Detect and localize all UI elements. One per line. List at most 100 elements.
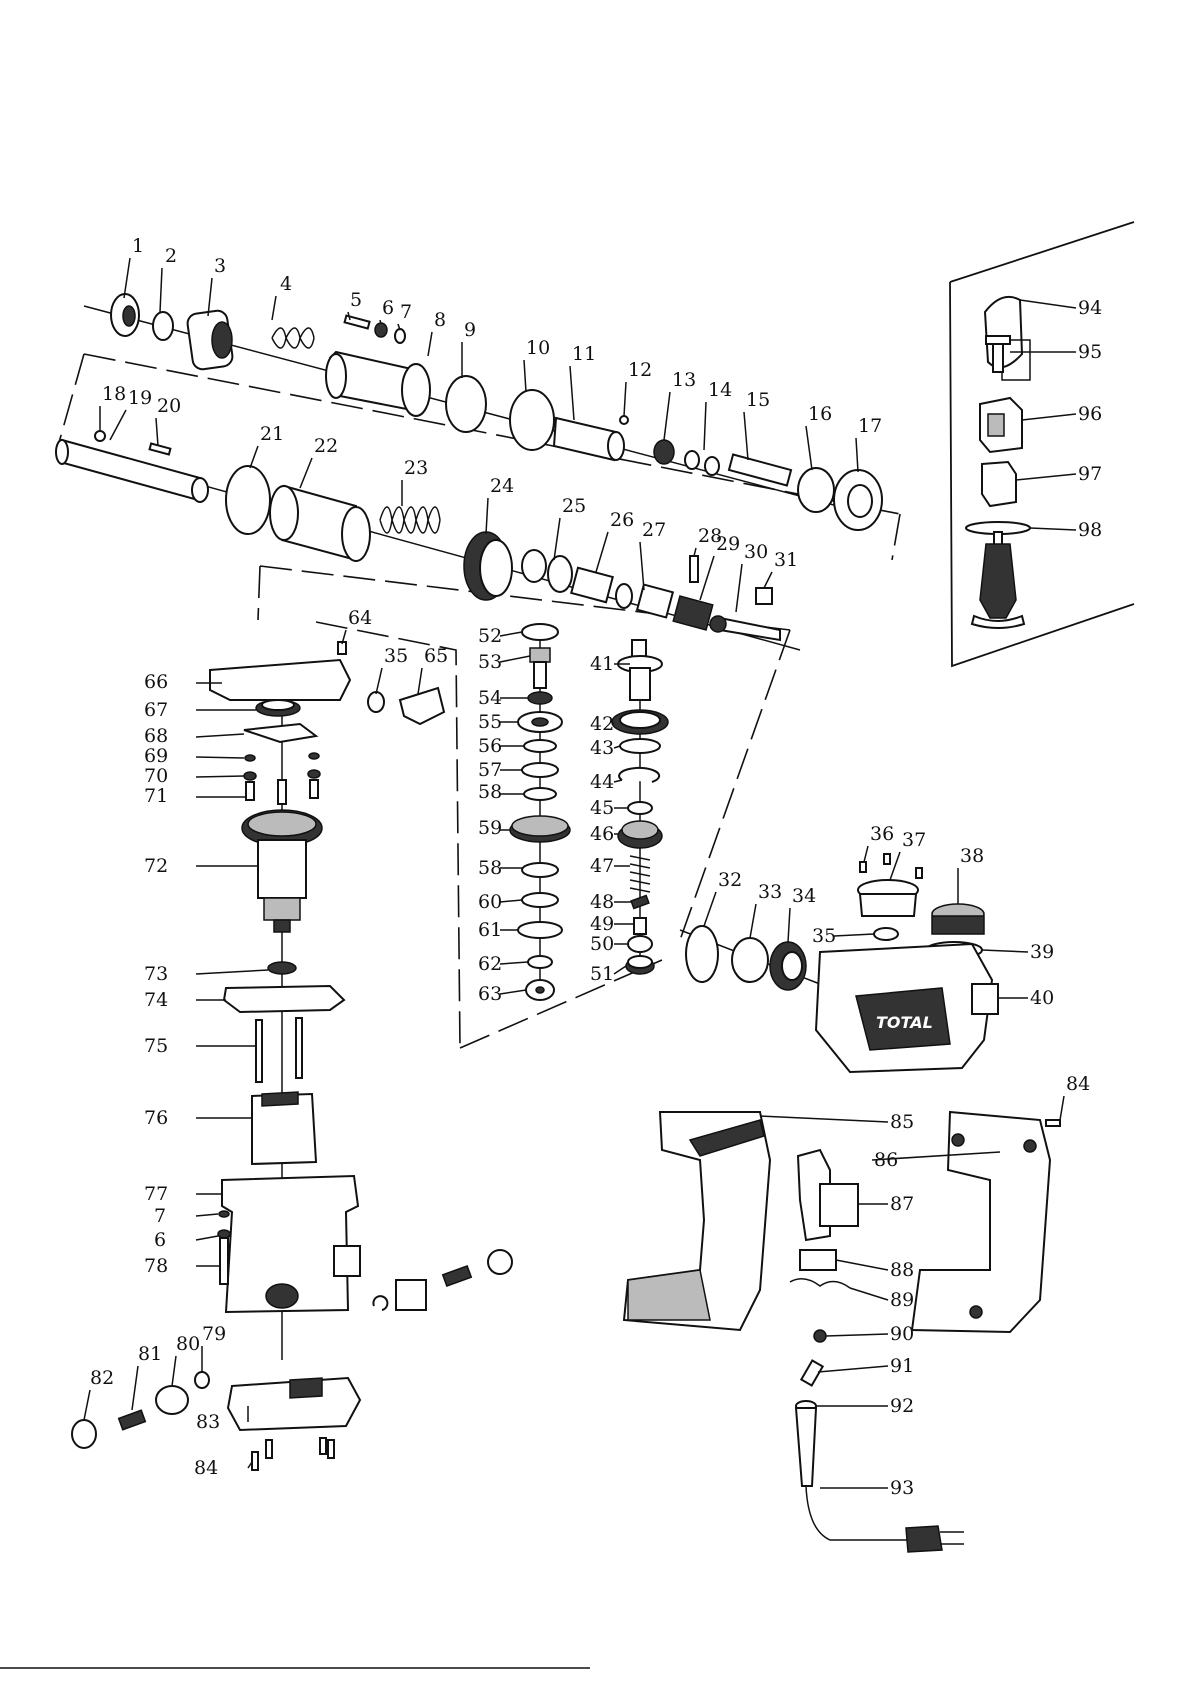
switch-knob-37 — [857, 879, 919, 917]
bearing-73 — [267, 961, 297, 975]
o-ring-35a — [367, 691, 385, 713]
ring-27a — [615, 583, 633, 609]
handle-half-85 — [622, 1111, 772, 1332]
switch-87 — [796, 1148, 859, 1242]
part-label-39: 39 — [1030, 941, 1054, 963]
cord-clamp-91 — [799, 1359, 825, 1387]
part-label-72: 72 — [144, 855, 168, 877]
part-label-16: 16 — [808, 403, 832, 425]
spring-47 — [629, 855, 651, 893]
part-label-81: 81 — [138, 1343, 162, 1365]
wire-89 — [789, 1278, 851, 1289]
washer-58a — [523, 787, 557, 801]
side-handle-98 — [965, 521, 1031, 629]
pin-20 — [148, 442, 172, 456]
part-label-48: 48 — [590, 891, 614, 913]
bearing-42 — [611, 709, 669, 735]
screw-5 — [343, 314, 371, 330]
motor-column — [71, 641, 513, 1471]
clip-97 — [981, 460, 1017, 508]
circlip-16 — [797, 467, 835, 513]
part-label-3: 3 — [214, 255, 226, 277]
part-label-92: 92 — [890, 1395, 914, 1417]
part-label-62: 62 — [478, 953, 502, 975]
brush-holder-right — [395, 1279, 427, 1311]
o-ring-2 — [152, 311, 174, 341]
sleeve-22 — [269, 484, 371, 562]
part-label-93: 93 — [890, 1477, 914, 1499]
part-label-35: 35 — [384, 645, 408, 667]
part-label-78: 78 — [144, 1255, 168, 1277]
accessory-panel — [949, 221, 1135, 668]
part-label-50: 50 — [590, 933, 614, 955]
part-label-63: 63 — [478, 983, 502, 1005]
part-label-89: 89 — [890, 1289, 914, 1311]
part-label-6: 6 — [154, 1229, 166, 1251]
part-label-88: 88 — [890, 1259, 914, 1281]
bearing-63 — [525, 979, 555, 1001]
circlip-32 — [685, 925, 719, 983]
part-label-97: 97 — [1078, 463, 1102, 485]
part-label-80: 80 — [176, 1333, 200, 1355]
part-label-22: 22 — [314, 435, 338, 457]
part-label-76: 76 — [144, 1107, 168, 1129]
part-label-58: 58 — [478, 781, 502, 803]
bearing-50 — [627, 935, 653, 953]
part-label-13: 13 — [672, 369, 696, 391]
bushing-31 — [755, 587, 773, 605]
part-label-67: 67 — [144, 699, 168, 721]
part-label-42: 42 — [590, 713, 614, 735]
part-label-55: 55 — [478, 711, 502, 733]
part-label-5: 5 — [350, 289, 362, 311]
washer-70 — [243, 771, 257, 781]
brush-cap-82 — [71, 1419, 97, 1449]
o-ring-35b — [873, 927, 899, 941]
part-label-83: 83 — [196, 1411, 220, 1433]
washer-60 — [521, 892, 559, 908]
part-label-87: 87 — [890, 1193, 914, 1215]
baffle-74 — [222, 984, 346, 1014]
part-label-73: 73 — [144, 963, 168, 985]
carbon-brush-81 — [117, 1409, 147, 1431]
screw-84e — [1045, 1119, 1061, 1127]
part-label-94: 94 — [1078, 297, 1102, 319]
part-label-79: 79 — [202, 1323, 226, 1345]
screw-84a — [251, 1451, 259, 1471]
part-label-2: 2 — [165, 245, 177, 267]
screw-75b — [295, 1017, 303, 1079]
cord-guard-92 — [794, 1400, 818, 1487]
gear-housing-40: TOTAL — [814, 942, 999, 1074]
part-label-29: 29 — [716, 533, 740, 555]
part-label-68: 68 — [144, 725, 168, 747]
washer-7 — [394, 328, 406, 344]
spring-23 — [379, 506, 441, 534]
part-label-71: 71 — [144, 785, 168, 807]
pin-36b — [883, 853, 891, 865]
ball-12 — [619, 415, 629, 425]
ring-25b — [547, 555, 573, 593]
ring-25a — [521, 549, 547, 583]
spring-4 — [271, 327, 315, 349]
washer-43 — [619, 738, 661, 754]
bearing-51 — [625, 955, 655, 975]
gear-housing-66 — [209, 658, 352, 701]
part-label-64: 64 — [348, 607, 372, 629]
bearing-55 — [517, 711, 563, 733]
washer-58b — [521, 862, 559, 878]
ring-9 — [445, 375, 487, 433]
capacitor-88 — [799, 1249, 837, 1271]
part-label-46: 46 — [590, 823, 614, 845]
part-label-43: 43 — [590, 737, 614, 759]
washer-6b — [217, 1229, 231, 1239]
bolt-95 — [985, 335, 1011, 373]
part-label-90: 90 — [890, 1323, 914, 1345]
part-label-4: 4 — [280, 273, 292, 295]
power-cord-93 — [805, 1485, 964, 1553]
pinion-53 — [529, 647, 551, 689]
striker-15 — [727, 453, 793, 487]
part-label-14: 14 — [708, 379, 732, 401]
circlip-right — [372, 1295, 389, 1311]
handle-half-86 — [910, 1110, 1052, 1334]
armature-72 — [241, 779, 323, 933]
screw-84b — [265, 1439, 273, 1459]
